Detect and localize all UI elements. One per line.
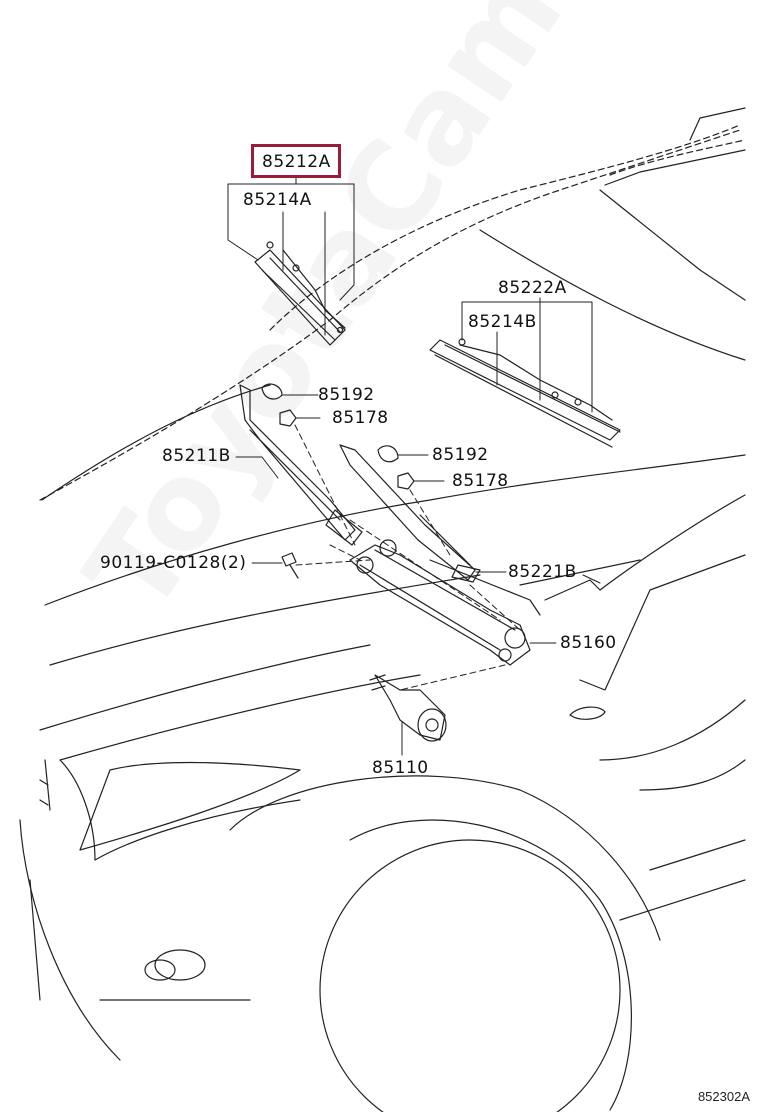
windshield-outline [39, 124, 746, 501]
nut-85178-left [279, 409, 297, 427]
part-label-85160[interactable]: 85160 [560, 633, 617, 653]
part-label-85222a[interactable]: 85222A [498, 278, 567, 298]
diagram-reference-code: 852302A [697, 1089, 750, 1104]
wiper-blade-85212a [254, 241, 346, 346]
part-label-85178-left[interactable]: 85178 [332, 408, 389, 428]
part-label-85212a[interactable]: 85212A [262, 152, 331, 172]
body-lower [19, 699, 746, 1112]
part-label-85211b[interactable]: 85211B [162, 446, 231, 466]
part-label-85214a[interactable]: 85214A [243, 190, 312, 210]
part-label-85192-left[interactable]: 85192 [318, 385, 375, 405]
part-label-90119-c0128[interactable]: 90119-C0128(2) [100, 553, 247, 573]
cap-85192-right [377, 445, 399, 463]
leader-lines [227, 177, 601, 756]
highlighted-part-box[interactable]: 85212A [251, 144, 341, 178]
bolt-90119 [281, 552, 299, 579]
part-label-85221b[interactable]: 85221B [508, 562, 577, 582]
roof-lines [479, 107, 746, 361]
install-guides [294, 424, 521, 691]
wiper-arm-85221b [339, 444, 481, 583]
part-label-85178-right[interactable]: 85178 [452, 471, 509, 491]
wiper-motor-85110 [369, 674, 447, 742]
part-label-85110[interactable]: 85110 [372, 758, 429, 778]
nut-85178-right [397, 472, 415, 490]
wiper-arm-85211b [239, 384, 363, 546]
part-label-85214b[interactable]: 85214B [468, 312, 537, 332]
wiper-link-85160 [349, 539, 541, 666]
hood-outline [39, 384, 746, 761]
part-label-85192-right[interactable]: 85192 [432, 445, 489, 465]
